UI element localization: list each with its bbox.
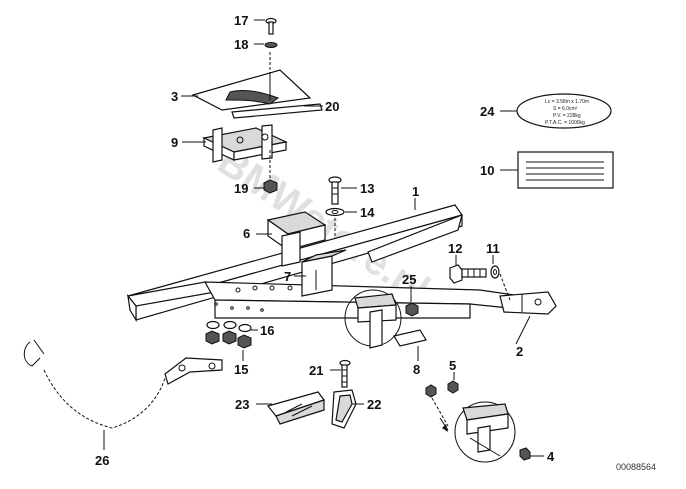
callout-26: 26: [95, 453, 109, 468]
plate-24-line-3: P.V. = 228kg: [553, 113, 581, 119]
nut-25: [405, 302, 419, 317]
washer-11: [490, 265, 500, 279]
callout-7: 7: [284, 269, 291, 284]
callout-16: 16: [260, 323, 274, 338]
callout-18: 18: [234, 37, 248, 52]
bracket-8: [344, 289, 427, 349]
screw-21: [339, 359, 351, 388]
plate-24-line-2: S = 6.0cm²: [553, 106, 578, 112]
callout-9: 9: [171, 135, 178, 150]
bolt-17: [265, 17, 277, 35]
chock-holder-22: [331, 389, 357, 429]
callout-3: 3: [171, 89, 178, 104]
bracket-9: [202, 124, 288, 163]
nuts-5: [425, 380, 459, 398]
leader-lines: [103, 19, 544, 457]
callout-12: 12: [448, 241, 462, 256]
callout-17: 17: [234, 13, 248, 28]
callout-10: 10: [480, 163, 494, 178]
callout-20: 20: [325, 99, 339, 114]
bolt-12: [449, 264, 487, 284]
bolt-13: [328, 176, 342, 205]
label-10: [517, 151, 614, 189]
callout-11: 11: [486, 241, 500, 256]
washer-18: [264, 42, 278, 48]
detail-view: [454, 401, 516, 463]
type-plate-24: Lc = 3.58m x 1.70m S = 6.0cm² P.V. = 228…: [516, 93, 612, 129]
callout-21: 21: [309, 363, 323, 378]
catalog-number: 00088564: [616, 462, 656, 472]
gasket-20: [231, 103, 323, 119]
callout-22: 22: [367, 397, 381, 412]
callout-8: 8: [413, 362, 420, 377]
washer-14: [325, 207, 345, 217]
callout-13: 13: [360, 181, 374, 196]
callout-19: 19: [234, 181, 248, 196]
safety-chain-26: [23, 339, 223, 429]
callout-14: 14: [360, 205, 375, 220]
callout-15: 15: [234, 362, 248, 377]
callout-labels: 17 18 3 20 9 19 13 14 1 6 7 12 11 25 16 …: [95, 13, 555, 468]
callout-1: 1: [412, 184, 419, 199]
nuts-15-washers-16: [205, 320, 252, 349]
callout-4: 4: [547, 449, 555, 464]
bracket-6: [266, 211, 327, 267]
nut-19: [263, 179, 278, 194]
callout-6: 6: [243, 226, 250, 241]
callout-23: 23: [235, 397, 249, 412]
bracket-7: [301, 249, 347, 297]
callout-2: 2: [516, 344, 523, 359]
wheel-chock-23: [266, 391, 325, 425]
callout-24: 24: [480, 104, 495, 119]
bolt-4: [519, 447, 531, 461]
plate-24-line-4: P.T.A.C. = 1000kg: [545, 120, 585, 126]
callout-5: 5: [449, 358, 456, 373]
cover-plate-3: [191, 69, 312, 111]
callout-25: 25: [402, 272, 416, 287]
plate-24-line-1: Lc = 3.58m x 1.70m: [545, 99, 589, 105]
